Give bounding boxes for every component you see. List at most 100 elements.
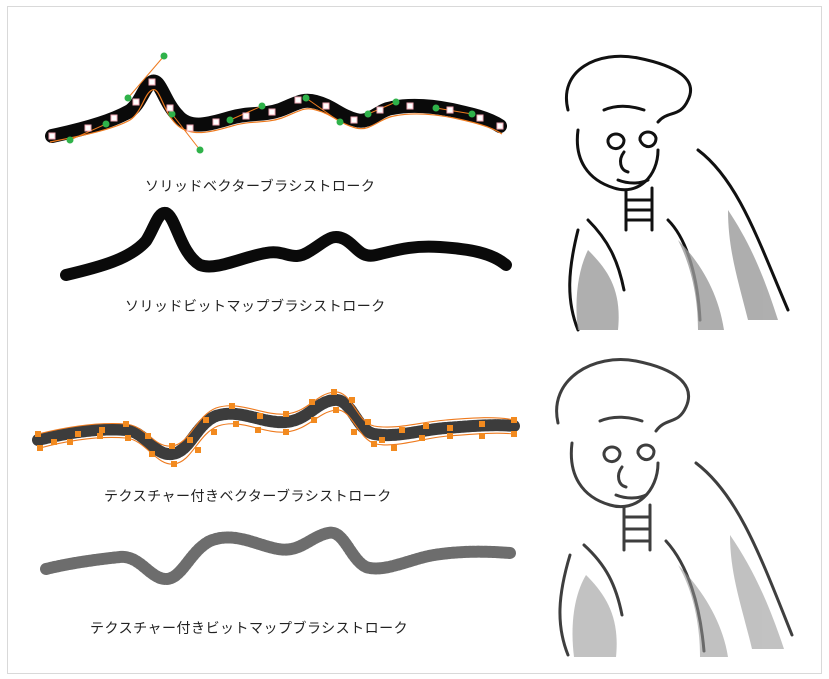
content-frame xyxy=(7,6,822,674)
textured-bitmap-stroke-svg xyxy=(40,526,516,586)
solid-bitmap-stroke-example xyxy=(60,205,520,285)
textured-bitmap-stroke xyxy=(40,526,516,586)
control-point xyxy=(446,106,454,114)
control-point xyxy=(171,461,177,467)
control-point xyxy=(123,421,129,427)
control-point xyxy=(148,78,156,86)
bezier-handle xyxy=(124,94,132,102)
solid-vector-stroke-example xyxy=(40,40,520,160)
character-solid-illustration xyxy=(548,40,808,340)
control-point xyxy=(511,417,517,423)
control-point xyxy=(99,427,105,433)
control-point xyxy=(283,411,289,417)
textured-vector-stroke-example xyxy=(30,380,530,480)
control-point xyxy=(511,431,517,437)
bezier-handle xyxy=(364,110,372,118)
control-point xyxy=(229,403,235,409)
control-point xyxy=(242,112,250,120)
bezier-handle xyxy=(160,52,168,60)
bezier-handle-line xyxy=(69,123,107,141)
control-point xyxy=(35,431,41,437)
control-point xyxy=(479,421,485,427)
character-textured-illustration xyxy=(540,345,810,665)
bezier-handle-line xyxy=(305,97,341,123)
bezier-handle xyxy=(226,116,234,124)
solid-bitmap-stroke xyxy=(60,207,512,281)
control-point xyxy=(371,441,377,447)
control-point xyxy=(406,102,414,110)
solid-vector-stroke-svg xyxy=(45,52,507,154)
bezier-handle xyxy=(66,136,74,144)
control-point xyxy=(447,433,453,439)
control-point xyxy=(110,114,118,122)
control-point xyxy=(331,389,337,395)
control-point xyxy=(476,114,484,122)
caption-solid-vector: ソリッドベクターブラシストローク xyxy=(145,179,376,195)
character-textured-ink xyxy=(555,358,794,657)
control-point xyxy=(311,417,317,423)
control-point xyxy=(169,443,175,449)
control-point xyxy=(399,427,405,433)
control-point xyxy=(333,407,339,413)
control-points xyxy=(48,78,504,140)
control-point xyxy=(309,399,315,405)
control-point xyxy=(391,445,397,451)
bezier-handle-line xyxy=(171,113,201,151)
control-point xyxy=(322,102,330,110)
control-point xyxy=(187,437,193,443)
control-point xyxy=(257,413,263,419)
character-solid-ink xyxy=(565,54,790,332)
solid-bitmap-stroke-svg xyxy=(60,207,512,281)
control-point xyxy=(37,445,43,451)
bezier-handle xyxy=(168,110,176,118)
control-point xyxy=(376,106,384,114)
control-point xyxy=(97,433,103,439)
control-point xyxy=(212,118,220,126)
control-point xyxy=(479,433,485,439)
control-point xyxy=(84,124,92,132)
bezier-handle xyxy=(196,146,204,154)
caption-textured-bitmap: テクスチャー付きビットマップブラシストローク xyxy=(90,621,409,637)
control-point xyxy=(145,433,151,439)
bezier-handles xyxy=(66,52,476,154)
control-point xyxy=(67,439,73,445)
control-point xyxy=(496,122,504,130)
bezier-handle xyxy=(392,98,400,106)
control-point xyxy=(350,116,358,124)
control-point xyxy=(125,435,131,441)
bezier-handle xyxy=(468,110,476,118)
control-point xyxy=(195,447,201,453)
caption-solid-bitmap: ソリッドビットマップブラシストローク xyxy=(125,299,386,315)
control-point xyxy=(149,451,155,457)
control-point xyxy=(233,421,239,427)
control-point xyxy=(211,429,217,435)
control-point xyxy=(132,98,140,106)
control-point xyxy=(423,423,429,429)
control-point xyxy=(186,124,194,132)
control-point xyxy=(48,132,56,140)
bezier-handle xyxy=(336,118,344,126)
solid-vector-outline xyxy=(49,89,503,143)
control-point xyxy=(447,425,453,431)
bezier-handle xyxy=(432,104,440,112)
control-point xyxy=(51,439,57,445)
control-point xyxy=(255,427,261,433)
control-points xyxy=(35,389,517,467)
bezier-handle-line xyxy=(127,55,165,99)
control-point xyxy=(419,435,425,441)
caption-textured-vector: テクスチャー付きベクターブラシストローク xyxy=(104,489,392,505)
control-point xyxy=(349,397,355,403)
control-point xyxy=(203,417,209,423)
control-point xyxy=(294,96,302,104)
bezier-handle xyxy=(302,94,310,102)
control-point xyxy=(351,429,357,435)
textured-vector-stroke-svg xyxy=(32,389,520,467)
control-point xyxy=(283,429,289,435)
control-point xyxy=(75,431,81,437)
control-point xyxy=(365,419,371,425)
bezier-handle xyxy=(102,120,110,128)
bezier-handle-line xyxy=(435,107,473,115)
control-point xyxy=(379,437,385,443)
bezier-handle xyxy=(258,102,266,110)
control-point xyxy=(268,108,276,116)
